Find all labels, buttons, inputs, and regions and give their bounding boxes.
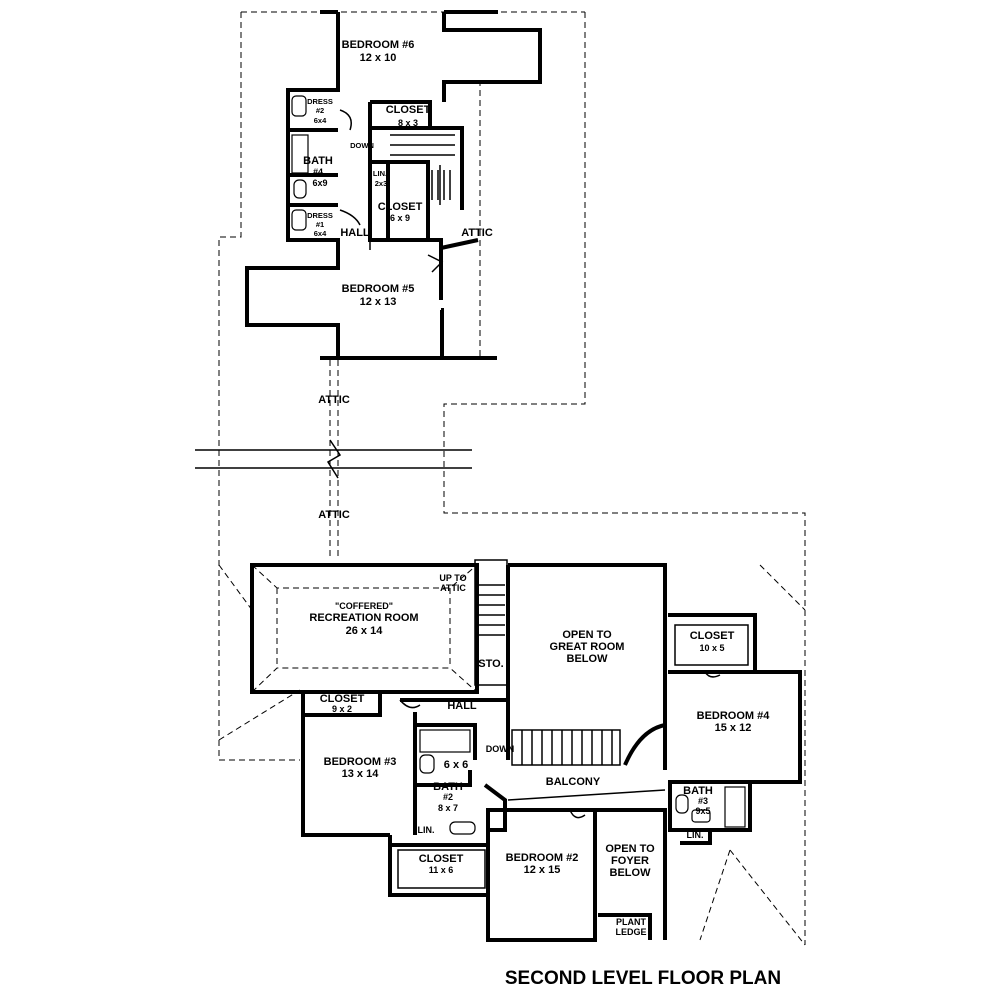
plant-ledge-line2: LEDGE — [615, 927, 646, 937]
recreation-size: 26 x 14 — [346, 625, 384, 637]
lower-level-walls — [250, 559, 802, 942]
closet-10x5-size: 10 x 5 — [699, 643, 724, 653]
dress2-name: DRESS — [307, 97, 333, 106]
closet-9x2-name: CLOSET — [320, 693, 365, 705]
bedroom6-size: 12 x 10 — [360, 52, 397, 64]
hall-upper-label: HALL — [340, 227, 370, 239]
bedroom5-size: 12 x 13 — [360, 296, 397, 308]
attic-right-label: ATTIC — [461, 227, 493, 239]
wic-6x6-size: 6 x 6 — [444, 759, 468, 771]
dress1-name: DRESS — [307, 211, 333, 220]
up-to-attic-line2: ATTIC — [440, 583, 466, 593]
dress1-num: #1 — [316, 220, 324, 229]
bath4-num: #4 — [313, 167, 323, 177]
bedroom6-name: BEDROOM #6 — [342, 39, 415, 51]
bath3-size: 9x5 — [695, 806, 710, 816]
plan-title: SECOND LEVEL FLOOR PLAN — [505, 968, 781, 989]
bath3-name: BATH — [683, 785, 713, 797]
room-labels: BEDROOM #6 12 x 10 CLOSET 8 x 3 DRESS #2… — [303, 39, 781, 989]
closet-9x2-size: 9 x 2 — [332, 704, 352, 714]
recreation-line2: RECREATION ROOM — [309, 612, 418, 624]
bath2-num: #2 — [443, 792, 453, 802]
bedroom4-size: 15 x 12 — [715, 722, 752, 734]
great-room-line3: BELOW — [567, 653, 609, 665]
up-to-attic-line1: UP TO — [439, 573, 466, 583]
closet-6x9-size: 6 x 9 — [390, 213, 410, 223]
dress2-num: #2 — [316, 106, 324, 115]
bath4-name: BATH — [303, 155, 333, 167]
attic-mid2-label: ATTIC — [318, 509, 350, 521]
sto-label: STO. — [478, 658, 503, 670]
lin-upper-name: LIN. — [373, 169, 387, 178]
bedroom2-size: 12 x 15 — [524, 864, 561, 876]
lin-bath3-label: LIN. — [687, 830, 704, 840]
closet-11x6-name: CLOSET — [419, 853, 464, 865]
great-room-line2: GREAT ROOM — [550, 641, 625, 653]
recreation-line1: "COFFERED" — [335, 601, 393, 611]
dress2-size: 6x4 — [314, 116, 327, 125]
bedroom3-name: BEDROOM #3 — [324, 756, 397, 768]
bath4-size: 6x9 — [312, 178, 327, 188]
dress1-size: 6x4 — [314, 229, 327, 238]
bedroom3-size: 13 x 14 — [342, 768, 380, 780]
bedroom4-name: BEDROOM #4 — [697, 710, 771, 722]
bath3-num: #3 — [698, 796, 708, 806]
bath2-size: 8 x 7 — [438, 803, 458, 813]
upper-fixtures — [291, 95, 444, 273]
down-upper-label: DOWN — [350, 141, 374, 150]
break-line — [195, 439, 472, 479]
bath2-name: BATH — [433, 781, 463, 793]
bedroom5-name: BEDROOM #5 — [342, 283, 415, 295]
closet-11x6-size: 11 x 6 — [429, 865, 454, 875]
upper-wing-walls — [245, 10, 542, 360]
lin-bath2-label: LIN. — [418, 825, 435, 835]
closet-upper-size: 8 x 3 — [398, 118, 418, 128]
closet-upper-name: CLOSET — [386, 104, 431, 116]
bedroom2-name: BEDROOM #2 — [506, 852, 579, 864]
foyer-line1: OPEN TO — [605, 843, 655, 855]
foyer-line2: FOYER — [611, 855, 649, 867]
lin-upper-size: 2x3 — [375, 179, 388, 188]
plant-ledge-line1: PLANT — [616, 917, 646, 927]
attic-mid1-label: ATTIC — [318, 394, 350, 406]
foyer-line3: BELOW — [610, 867, 652, 879]
hall-lower-label: HALL — [447, 700, 477, 712]
closet-6x9-name: CLOSET — [378, 201, 423, 213]
closet-10x5-name: CLOSET — [690, 630, 735, 642]
down-lower-label: DOWN — [486, 744, 515, 754]
balcony-label: BALCONY — [546, 776, 601, 788]
great-room-line1: OPEN TO — [562, 629, 612, 641]
